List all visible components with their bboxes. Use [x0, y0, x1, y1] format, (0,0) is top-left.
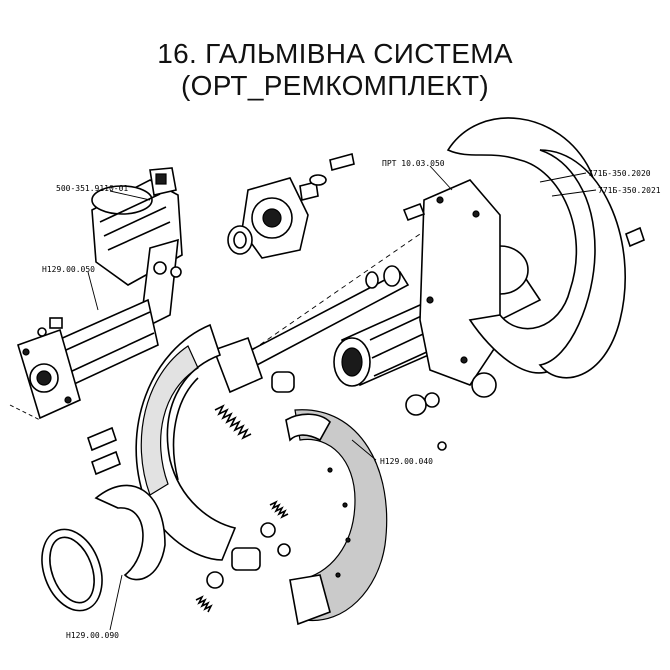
label-axle-arm: Н129.00.050 [42, 265, 95, 274]
brake-shoe-left-part [135, 323, 237, 561]
bolt-group [402, 202, 645, 451]
bearing-ring-part [41, 484, 166, 612]
springs-and-pins [87, 371, 295, 613]
leader-lines [87, 165, 597, 631]
camshaft-part [212, 233, 421, 394]
label-housing: 500-351.9110-01 [56, 184, 128, 193]
label-shield-b: 771Б-350.2021 [598, 186, 661, 195]
brake-shoe-right-part [285, 409, 388, 626]
cam-bracket-part [227, 153, 355, 259]
label-shoe: Н129.00.040 [380, 457, 433, 466]
label-anchor-plate: ПРТ 10.03.050 [382, 159, 445, 168]
page-title: 16. ГАЛЬМІВНА СИСТЕМА (ОРТ_РЕМКОМПЛЕКТ) [157, 38, 513, 101]
dust-shield-outer-part [538, 149, 626, 379]
label-shield-a: 771Б-350.2020 [588, 169, 651, 178]
dust-shield-inner-part [446, 117, 601, 374]
anchor-plate-part [419, 179, 501, 386]
label-ring: Н129.00.090 [66, 631, 119, 640]
axle-arm-part [9, 298, 159, 421]
